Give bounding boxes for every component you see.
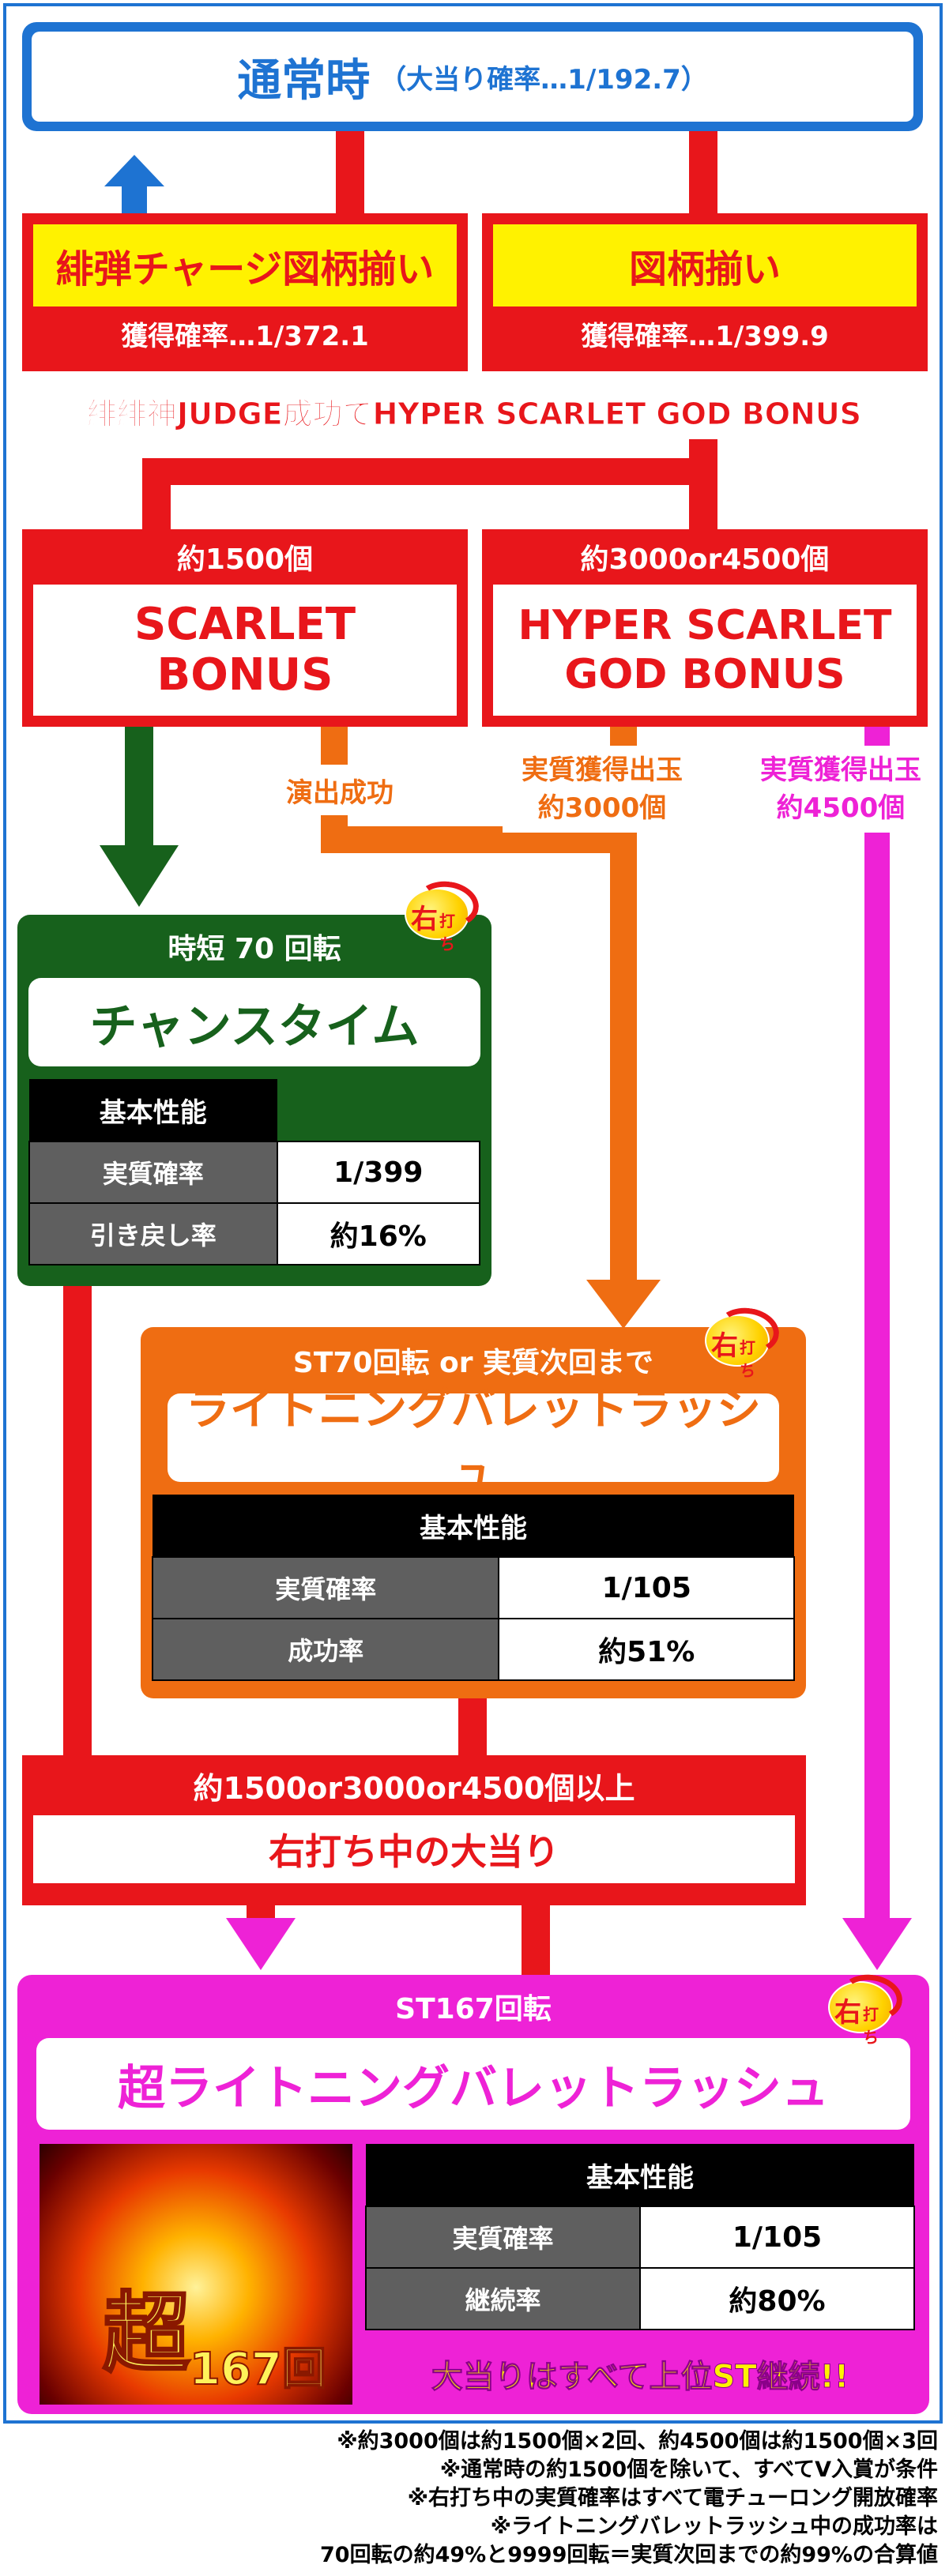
table-value: 約16%	[276, 1202, 480, 1265]
footnote-4: ※ライトニングバレットラッシュ中の成功率は	[490, 2514, 938, 2539]
table-value: 1/105	[639, 2206, 915, 2269]
label-success: 演出成功	[270, 765, 409, 815]
symbol-match-probability: 獲得確率…1/399.9	[581, 320, 829, 352]
chance-time-box: 時短 70 回転 チャンスタイム 基本性能 実質確率 1/399 引き戻し率 約…	[17, 915, 491, 1286]
footnote-2: ※通常時の約1500個を除いて、すべてV入賞が条件	[439, 2458, 938, 2482]
table-value: 約51%	[498, 1618, 795, 1681]
normal-state-title: 通常時	[237, 55, 371, 107]
normal-state-probability: （大当り確率…1/192.7）	[379, 63, 708, 96]
super-rush-box: ST167回転 超ライトニングバレットラッシュ 超 167回 基本性能 実質確率…	[17, 1975, 929, 2414]
lightning-rush-box: ST70回転 or 実質次回まで ライトニングバレットラッシュ 基本性能 実質確…	[141, 1327, 806, 1698]
symbol-match-box: 図柄揃い 獲得確率…1/399.9	[482, 213, 928, 371]
charge-match-probability: 獲得確率…1/372.1	[121, 320, 369, 352]
super-rush-spins: ST167回転	[395, 1993, 552, 2025]
hyper-bonus-line1: HYPER SCARLET	[518, 602, 892, 649]
table-label: 実質確率	[28, 1141, 278, 1204]
charge-match-box: 緋弾チャージ図柄揃い 獲得確率…1/372.1	[22, 213, 468, 371]
symbol-match-title: 図柄揃い	[628, 247, 781, 291]
footnote-3: ※右打ち中の実質確率はすべて電チューロング開放確率	[407, 2486, 938, 2510]
table-label: 継続率	[365, 2267, 641, 2330]
table-header: 基本性能	[366, 2144, 914, 2206]
scarlet-bonus-line1: SCARLET	[134, 599, 356, 650]
down-arrow-green-icon	[100, 845, 179, 907]
hyper-bonus-line2: GOD BONUS	[564, 651, 845, 698]
migi-uchi-icon: 右打ち	[825, 1970, 906, 2047]
charge-match-title: 緋弾チャージ図柄揃い	[55, 247, 435, 291]
super-rush-table: 基本性能 実質確率 1/105 継続率 約80%	[365, 2144, 915, 2330]
scarlet-bonus-count: 約1500個	[176, 543, 314, 576]
lightning-rush-title: ライトニングバレットラッシュ	[186, 1384, 761, 1499]
footnote-1: ※約3000個は約1500個×2回、約4500個は約1500個×3回	[337, 2429, 938, 2454]
scarlet-bonus-box: 約1500個 SCARLET BONUS	[22, 529, 468, 727]
table-label: 成功率	[151, 1618, 500, 1681]
table-value: 約80%	[639, 2267, 915, 2330]
hyper-bonus-box: 約3000or4500個 HYPER SCARLET GOD BONUS	[482, 529, 928, 727]
down-arrow-orange-icon	[586, 1280, 661, 1329]
table-label: 実質確率	[365, 2206, 641, 2269]
super-rush-footer: 大当りはすべて上位ST継続!!	[431, 2359, 849, 2396]
table-value: 1/105	[498, 1556, 795, 1619]
big-win-box: 約1500or3000or4500個以上 右打ち中の大当り	[22, 1755, 806, 1905]
super-rush-title: 超ライトニングバレットラッシュ	[118, 2060, 829, 2116]
table-label: 引き戻し率	[28, 1202, 278, 1265]
down-arrow-magenta-left-icon	[226, 1918, 296, 1970]
migi-uchi-icon: 右打ち	[401, 877, 482, 953]
label-real-3000: 実質獲得出玉 約3000個	[503, 746, 702, 833]
lightning-rush-table: 基本性能 実質確率 1/105 成功率 約51%	[151, 1495, 795, 1681]
judge-note: 緋緋神JUDGE成功でHYPER SCARLET GOD BONUS	[86, 396, 862, 431]
table-header: 基本性能	[29, 1079, 277, 1141]
chance-time-table: 基本性能 実質確率 1/399 引き戻し率 約16%	[28, 1079, 480, 1265]
table-label: 実質確率	[151, 1556, 500, 1619]
chance-time-spins: 時短 70 回転	[168, 933, 341, 965]
up-arrow-icon	[104, 155, 164, 218]
chance-time-title: チャンスタイム	[89, 998, 420, 1055]
table-header: 基本性能	[153, 1495, 794, 1557]
hyper-bonus-count: 約3000or4500個	[580, 543, 830, 576]
label-real-4500: 実質獲得出玉 約4500個	[749, 746, 932, 833]
footnote-5: 70回転の約49%と9999回転＝実質次回までの約99%の合算値	[320, 2543, 938, 2567]
table-value: 1/399	[276, 1141, 480, 1204]
lightning-rush-spins: ST70回転 or 実質次回まで	[292, 1347, 654, 1379]
big-win-title: 右打ち中の大当り	[269, 1830, 559, 1873]
scarlet-bonus-line2: BONUS	[156, 649, 333, 701]
big-win-count: 約1500or3000or4500個以上	[193, 1770, 635, 1806]
normal-state-box: 通常時 （大当り確率…1/192.7）	[22, 22, 923, 131]
down-arrow-magenta-right-icon	[842, 1918, 912, 1970]
super-rush-image: 超 167回	[40, 2144, 352, 2405]
migi-uchi-icon: 右打ち	[702, 1303, 782, 1380]
